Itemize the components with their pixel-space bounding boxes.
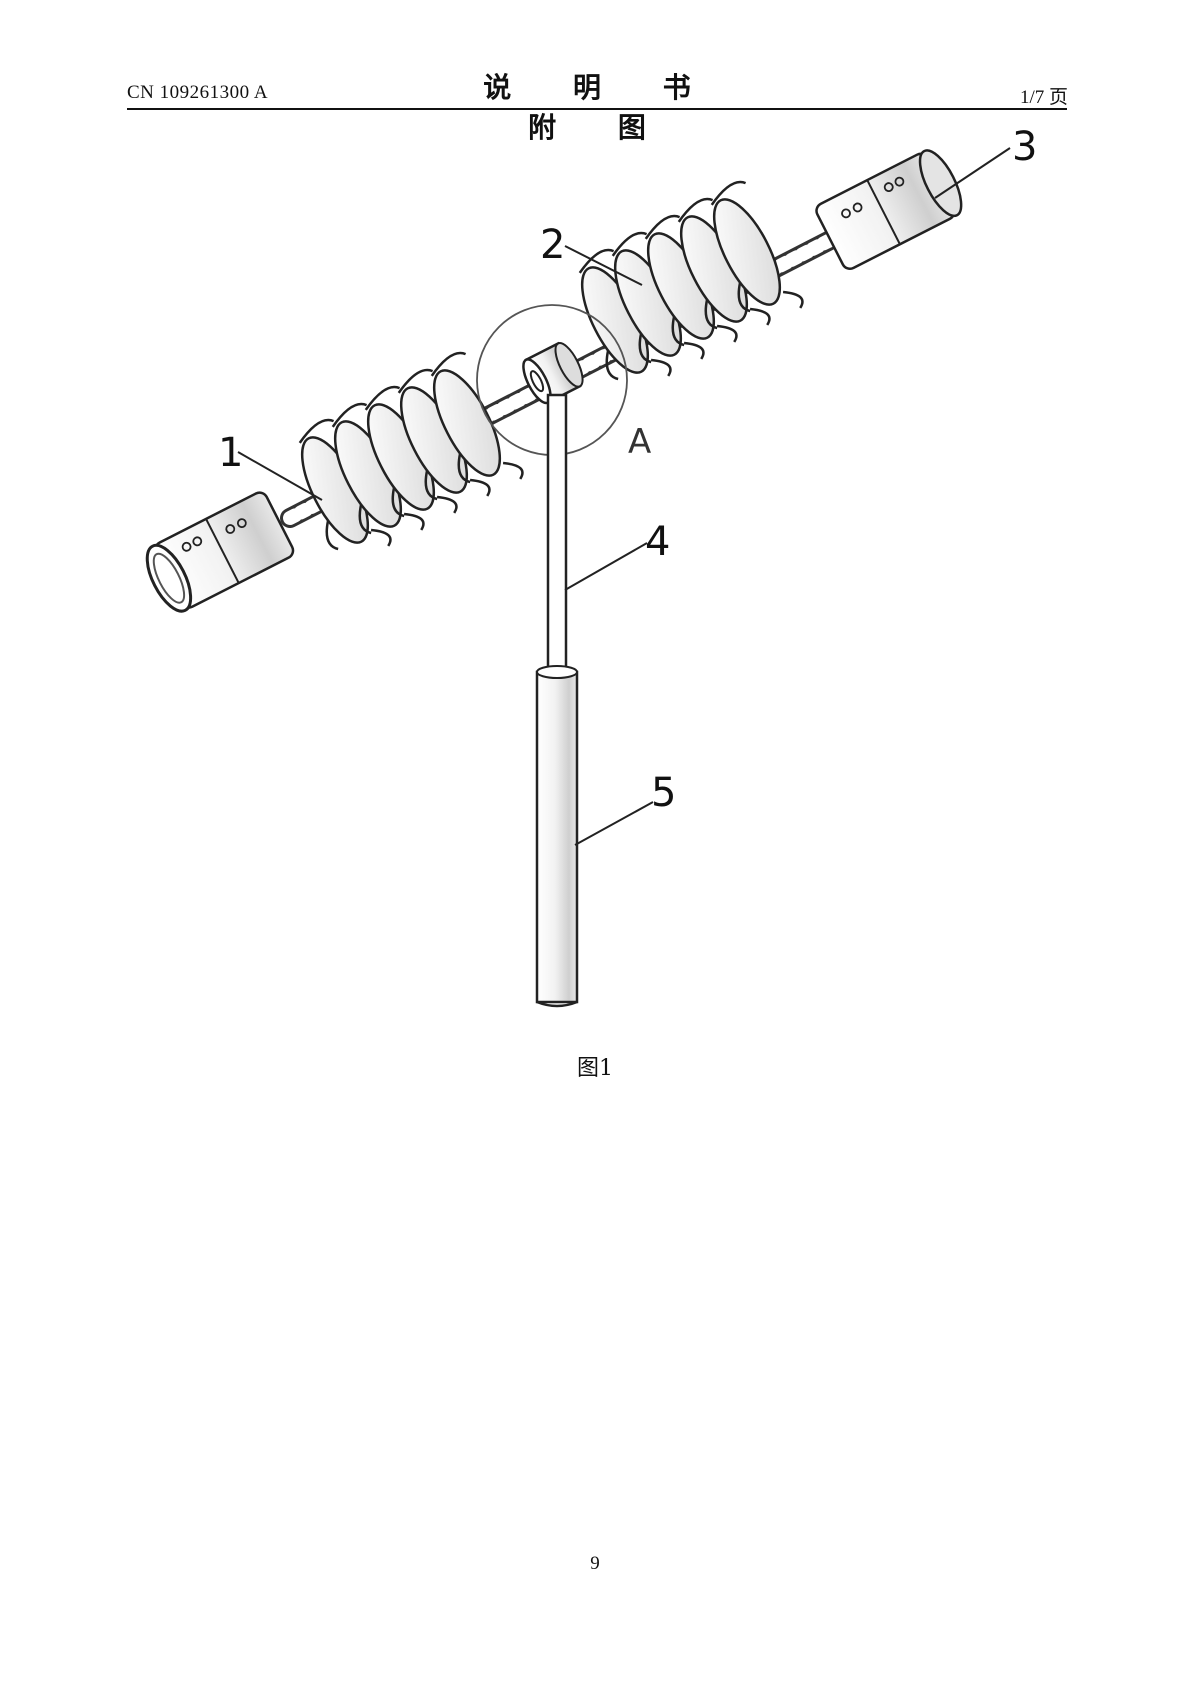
ref-label-1: 1 [218,430,243,476]
leader-lines [237,147,1011,846]
page-number: 9 [590,1553,600,1574]
handle-rod [546,393,568,677]
ref-label-2: 2 [540,222,565,268]
ref-label-5: 5 [651,770,676,816]
left-end-cap [145,491,295,613]
detail-label-a: A [628,422,651,462]
handle-grip [535,665,579,1008]
left-cutter-discs [298,351,524,551]
right-end-cap [815,149,963,270]
patent-drawing: 1 2 3 4 5 A [145,124,1037,1008]
right-cutter-discs [578,180,804,381]
ref-label-3: 3 [1012,124,1037,170]
central-hub [522,341,584,405]
figure-caption: 图1 [577,1056,613,1081]
page-indicator: 1/7 页 [1019,87,1068,108]
header-divider [127,108,1067,110]
page-title: 说 明 书 附 图 [483,71,717,144]
patent-number: CN 109261300 A [127,82,269,103]
ref-label-4: 4 [645,519,670,565]
